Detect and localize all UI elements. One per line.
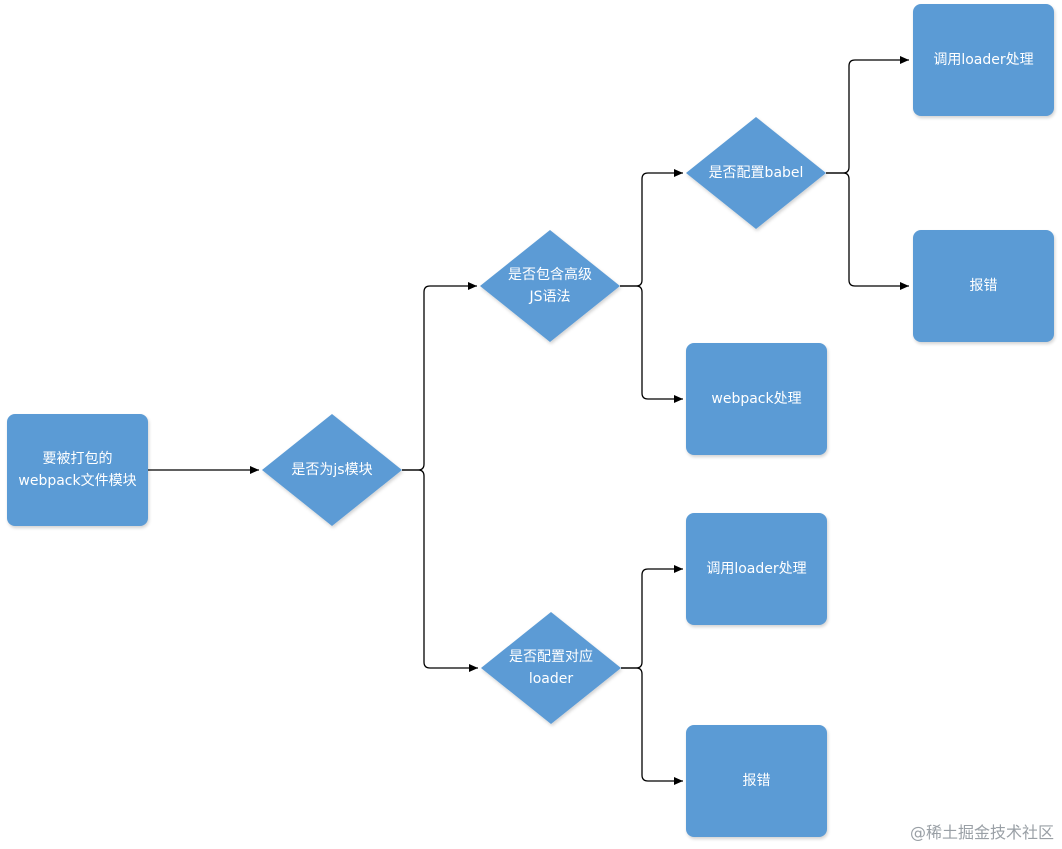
node-error-bottom: 报错 [686,725,827,837]
node-error-bottom-label: 报错 [742,773,771,789]
edge-has-loader-to-loader [621,565,683,669]
watermark: @稀土掘金技术社区 [909,823,1054,842]
node-webpack-handle-label: webpack处理 [711,391,802,407]
edge-has-loader-to-error [621,667,683,785]
node-loader-handle-top: 调用loader处理 [913,4,1054,116]
edge-has-babel-to-loader [826,56,909,174]
node-start-label: 要被打包的 webpack文件模块 [18,451,137,489]
edge-has-advanced-to-has-babel [620,169,683,287]
node-loader-handle-top-label: 调用loader处理 [933,52,1034,68]
decision-is-js-shape [262,414,402,526]
node-webpack-handle: webpack处理 [686,343,827,455]
decision-has-advanced-shape [480,230,620,342]
edge-is-js-to-has-loader [402,469,478,672]
node-loader-handle-mid: 调用loader处理 [686,513,827,625]
node-start: 要被打包的 webpack文件模块 [7,414,148,526]
node-loader-handle-mid-label: 调用loader处理 [706,561,807,577]
decision-has-loader-shape [481,612,621,724]
edge-has-advanced-to-webpack [620,285,683,403]
edge-has-babel-to-error [826,172,909,290]
edge-is-js-to-has-advanced [402,282,477,471]
decision-has-babel-shape [686,117,826,229]
node-error-top-label: 报错 [969,278,998,294]
node-error-top: 报错 [913,230,1054,342]
